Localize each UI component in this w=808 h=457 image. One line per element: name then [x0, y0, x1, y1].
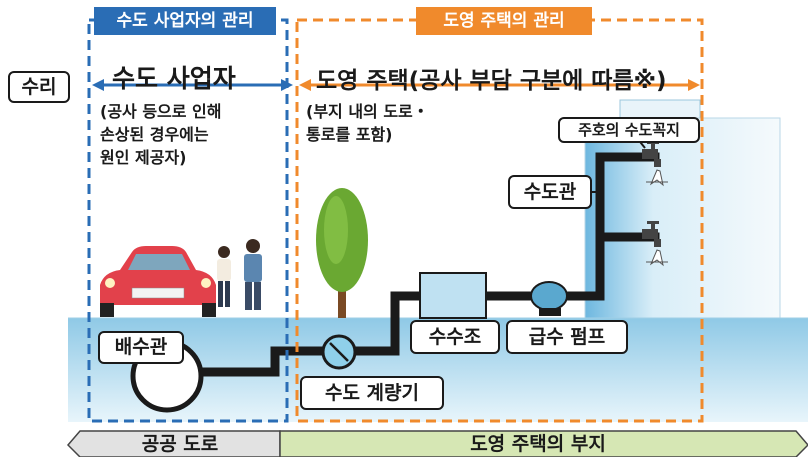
- housing-site-strip: [279, 430, 808, 457]
- household-tap-label: 주호의 수도꼭지: [558, 117, 700, 143]
- supply-pump-label: 급수 펌프: [506, 320, 628, 354]
- utility-title: 수도 사업자: [112, 64, 236, 93]
- utility-note-line: 원인 제공자): [100, 148, 187, 167]
- housing-header: 도영 주택의 관리: [416, 7, 592, 35]
- faucet-icon: [642, 221, 668, 267]
- water-tank: [419, 272, 487, 319]
- scope-arrows: [92, 79, 700, 91]
- utility-note: (공사 등으로 인해 손상된 경우에는 원인 제공자): [100, 100, 222, 169]
- distribution-pipe-label: 배수관: [98, 331, 184, 364]
- water-pipe-label: 수도관: [508, 175, 592, 209]
- housing-title: 도영 주택(공사 부담 구분에 따름※): [316, 68, 667, 94]
- housing-site-label: 도영 주택의 부지: [470, 433, 606, 455]
- water-meter-icon: [321, 334, 357, 370]
- car-illustration: [100, 246, 216, 317]
- repair-label: 수리: [8, 71, 70, 103]
- tree-illustration: [316, 188, 368, 318]
- pump-icon: [530, 281, 568, 316]
- utility-header: 수도 사업자의 관리: [94, 7, 276, 35]
- public-road-label: 공공 도로: [141, 433, 219, 455]
- utility-note-line: (공사 등으로 인해: [100, 102, 222, 121]
- water-tank-label: 수수조: [410, 320, 500, 354]
- water-meter-label: 수도 계량기: [300, 376, 444, 410]
- housing-note-line: 통로를 포함): [306, 125, 393, 144]
- housing-note-line: (부지 내의 도로・: [306, 102, 429, 121]
- utility-note-line: 손상된 경우에는: [100, 125, 209, 144]
- people-illustration: [217, 239, 262, 310]
- housing-boundary: [295, 18, 704, 423]
- housing-note: (부지 내의 도로・ 통로를 포함): [306, 100, 429, 146]
